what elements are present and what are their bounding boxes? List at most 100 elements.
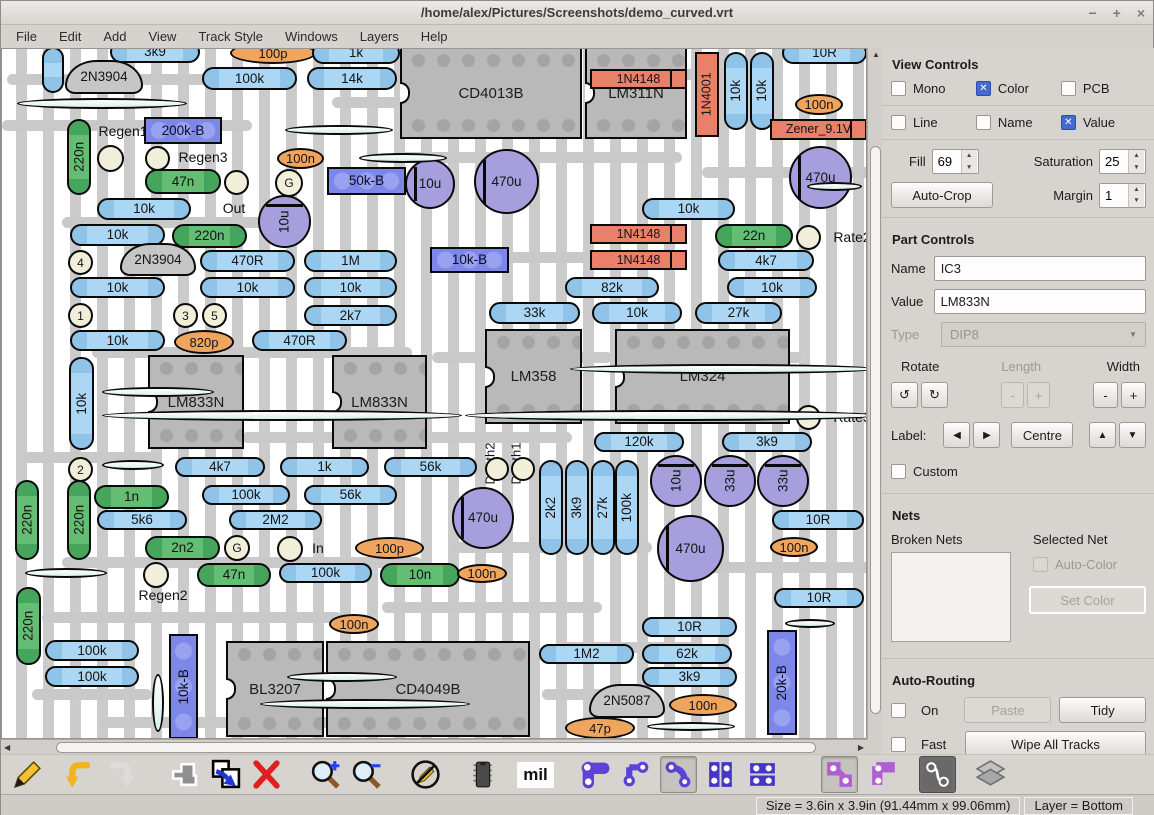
- component-33u[interactable]: 33u: [704, 455, 756, 507]
- component-100p[interactable]: 100p: [355, 537, 424, 559]
- menu-item-help[interactable]: Help: [420, 29, 448, 44]
- margin-value[interactable]: [1100, 183, 1128, 207]
- component-220n[interactable]: 220n: [15, 480, 39, 560]
- component-1N4148[interactable]: 1N4148: [590, 69, 687, 89]
- component-100k[interactable]: 100k: [615, 460, 639, 555]
- horizontal-scrollbar[interactable]: ◀ ▶: [1, 739, 867, 754]
- component-100n[interactable]: 100n: [795, 94, 843, 115]
- component-4k7[interactable]: 4k7: [718, 250, 814, 271]
- component[interactable]: [143, 562, 169, 588]
- component-LM833N[interactable]: LM833N: [148, 355, 244, 449]
- label-up-button[interactable]: ▲: [1089, 422, 1116, 448]
- wire-link[interactable]: [260, 699, 470, 709]
- delete-icon[interactable]: [248, 756, 285, 793]
- component-10n[interactable]: 10n: [380, 563, 460, 587]
- wire-link[interactable]: [570, 364, 866, 374]
- line-checkbox[interactable]: [891, 115, 906, 130]
- component-200k-B[interactable]: 200k-B: [144, 117, 222, 144]
- component-10k-B[interactable]: 10k-B: [169, 634, 198, 738]
- component-10k-B[interactable]: 10k-B: [430, 247, 509, 273]
- label-right-button[interactable]: ▶: [973, 422, 1001, 448]
- component-1[interactable]: 1: [68, 303, 93, 328]
- pcb-checkbox[interactable]: [1060, 81, 1076, 96]
- component-100n[interactable]: 100n: [770, 537, 818, 557]
- component-27k[interactable]: 27k: [591, 460, 615, 555]
- wire-link[interactable]: [102, 387, 214, 397]
- component-5[interactable]: 5: [202, 303, 227, 328]
- pad-corner-icon[interactable]: [866, 756, 903, 793]
- component-1k[interactable]: 1k: [312, 49, 400, 64]
- component-470R[interactable]: 470R: [252, 330, 347, 351]
- saturation-spinner[interactable]: ▲▼: [1099, 149, 1146, 174]
- saturation-value[interactable]: [1100, 150, 1128, 173]
- value-checkbox[interactable]: ✕: [1060, 115, 1076, 130]
- component-10u[interactable]: 10u: [405, 159, 455, 209]
- component[interactable]: [145, 146, 170, 171]
- component-82k[interactable]: 82k: [565, 277, 659, 298]
- fill-spinner[interactable]: ▲▼: [931, 149, 979, 174]
- pencil-icon[interactable]: [9, 756, 46, 793]
- track-corner-icon[interactable]: [576, 756, 613, 793]
- component-100n[interactable]: 100n: [669, 694, 737, 716]
- menu-item-add[interactable]: Add: [103, 29, 127, 44]
- component-14k[interactable]: 14k: [307, 67, 397, 90]
- component-10k[interactable]: 10k: [200, 277, 295, 298]
- broken-nets-list[interactable]: [891, 552, 1011, 642]
- wire-link[interactable]: [359, 153, 447, 163]
- tidy-button[interactable]: Tidy: [1059, 697, 1147, 723]
- component-470u[interactable]: 470u: [452, 487, 514, 549]
- component-LM324[interactable]: LM324: [615, 329, 790, 424]
- component-100k[interactable]: 100k: [202, 67, 297, 90]
- component-10u[interactable]: 10u: [650, 455, 702, 507]
- component-3k9[interactable]: 3k9: [722, 432, 812, 452]
- fill-value[interactable]: [932, 150, 961, 173]
- component-Zener_9.1V[interactable]: Zener_9.1V: [770, 119, 866, 140]
- menu-item-file[interactable]: File: [16, 29, 37, 44]
- component-10k[interactable]: 10k: [642, 198, 735, 220]
- track-curve-icon[interactable]: [660, 756, 697, 793]
- component-50k-B[interactable]: 50k-B: [327, 167, 406, 195]
- component-10k[interactable]: 10k: [727, 277, 817, 298]
- wire-link[interactable]: [785, 619, 835, 628]
- component-100n[interactable]: 100n: [329, 614, 379, 634]
- component-62k[interactable]: 62k: [642, 644, 732, 664]
- zoom-out-icon[interactable]: [348, 756, 385, 793]
- component-10k[interactable]: 10k: [97, 198, 191, 220]
- component-G[interactable]: G: [224, 535, 250, 561]
- component-BL3207[interactable]: BL3207: [226, 641, 324, 737]
- component-1N4148[interactable]: 1N4148: [590, 224, 687, 244]
- wire-link[interactable]: [102, 410, 462, 421]
- component-10k[interactable]: 10k: [592, 302, 682, 324]
- component-10k[interactable]: 10k: [304, 277, 397, 298]
- component-470R[interactable]: 470R: [200, 250, 295, 272]
- component-10k[interactable]: 10k: [750, 52, 774, 130]
- component-5k6[interactable]: 5k6: [97, 510, 187, 530]
- component-27k[interactable]: 27k: [695, 302, 782, 324]
- component-10k[interactable]: 10k: [69, 357, 94, 450]
- scroll-up-icon[interactable]: ▲: [872, 50, 880, 59]
- component-100k[interactable]: 100k: [202, 485, 290, 505]
- menu-item-windows[interactable]: Windows: [284, 29, 338, 44]
- component-10k[interactable]: 10k: [724, 52, 748, 130]
- component-10R[interactable]: 10R: [642, 617, 737, 637]
- wire-link[interactable]: [465, 410, 866, 421]
- copy-icon[interactable]: [207, 756, 244, 793]
- component-10R[interactable]: 10R: [782, 49, 866, 64]
- component-2k2[interactable]: 2k2: [539, 460, 563, 555]
- scroll-left-icon[interactable]: ◀: [4, 743, 11, 752]
- width-plus-button[interactable]: +: [1121, 382, 1146, 408]
- label-left-button[interactable]: ◀: [943, 422, 971, 448]
- width-minus-button[interactable]: -: [1093, 382, 1118, 408]
- component[interactable]: [511, 457, 535, 481]
- wire-link[interactable]: [287, 672, 397, 682]
- title-bar[interactable]: /home/alex/Pictures/Screenshots/demo_cur…: [1, 1, 1153, 25]
- component-10k[interactable]: 10k: [70, 330, 165, 351]
- component-3k9[interactable]: 3k9: [110, 49, 200, 63]
- component[interactable]: [277, 536, 303, 562]
- component-220n[interactable]: 220n: [67, 119, 91, 195]
- component-22n[interactable]: 22n: [715, 224, 793, 248]
- auto-crop-button[interactable]: Auto-Crop: [891, 182, 993, 208]
- pad-track-icon[interactable]: [821, 756, 858, 793]
- wire-link[interactable]: [17, 98, 187, 109]
